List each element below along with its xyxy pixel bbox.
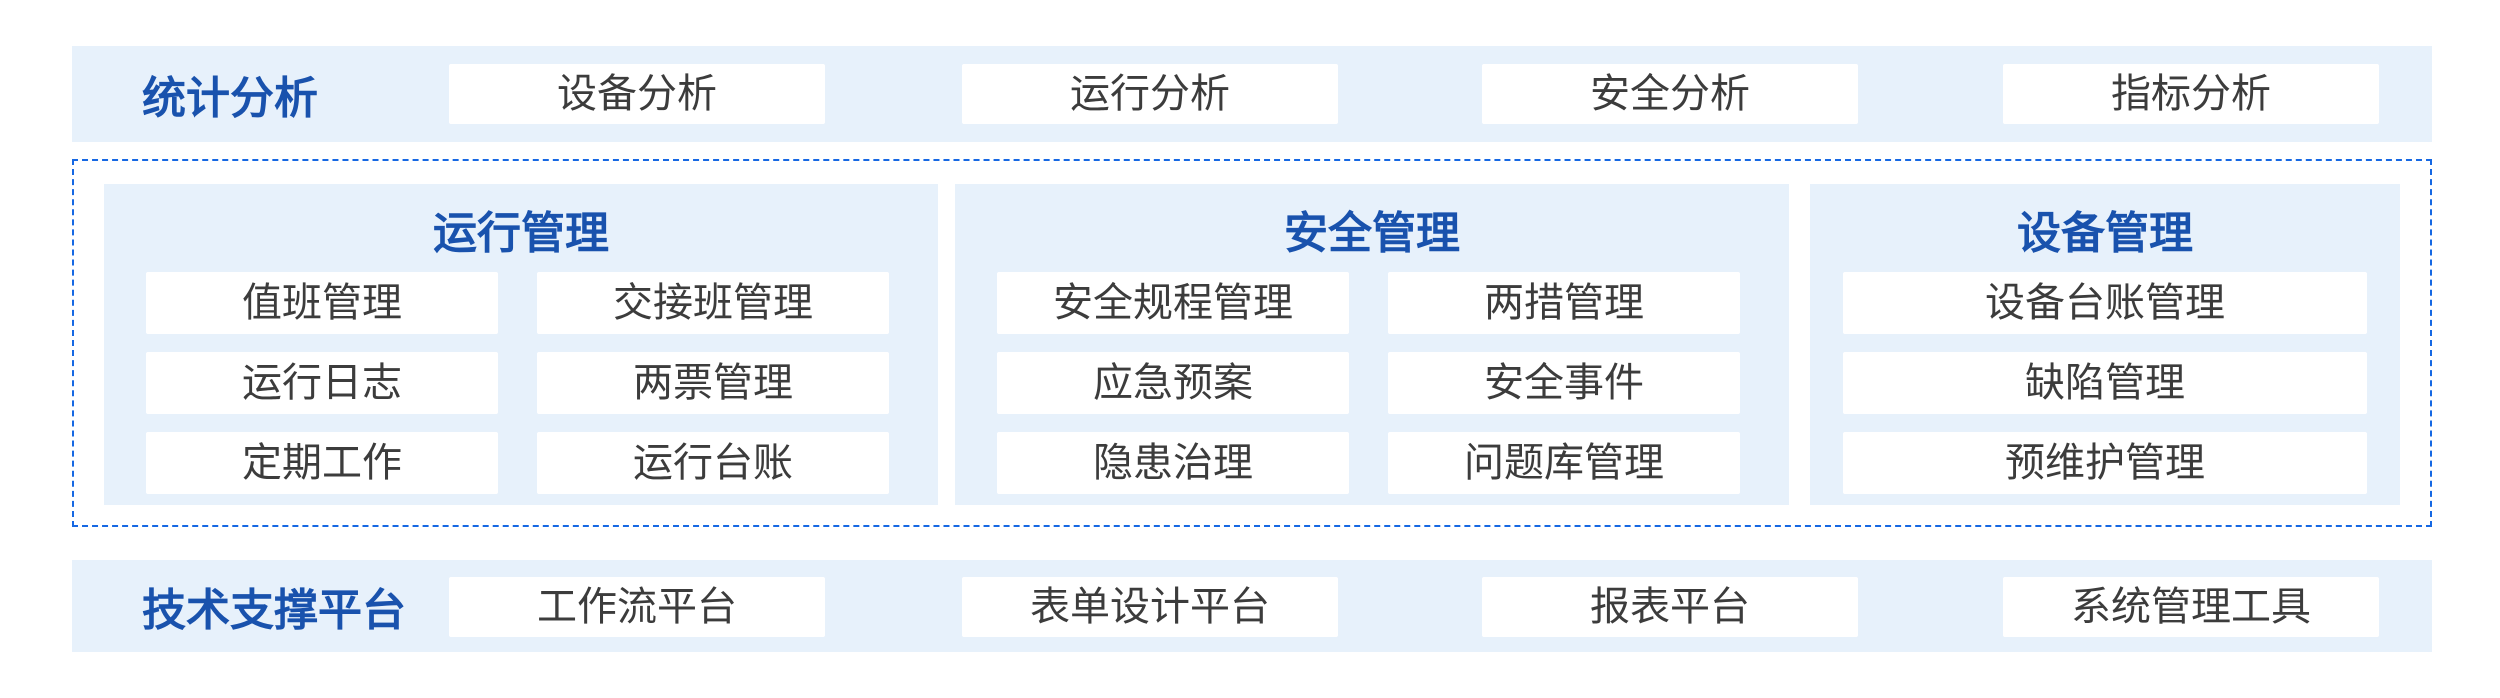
panel-operation-management-title: 运行管理 — [433, 209, 609, 258]
tech-support-band-title: 技术支撑平台 — [142, 586, 406, 635]
platform-item-system-admin-tools: 系统管理工具 — [2003, 577, 2379, 637]
stat-item-equipment-analysis: 设备分析 — [449, 64, 825, 124]
tech-support-band: 技术支撑平台 工作流平台 表单设计平台 报表平台 系统管理工具 — [72, 560, 2432, 652]
module-operation-log: 运行日志 — [146, 352, 498, 414]
stat-item-operation-analysis: 运行分析 — [962, 64, 1338, 124]
platform-item-report: 报表平台 — [1482, 577, 1858, 637]
module-hazard-treatment: 隐患治理 — [997, 432, 1349, 494]
statistics-band-title: 统计分析 — [142, 74, 318, 123]
module-equipment-ledger-management: 设备台账管理 — [1843, 272, 2367, 334]
panel-safety-management-title: 安全管理 — [1284, 209, 1460, 258]
business-modules-dashed-frame — [72, 159, 2432, 527]
statistics-band: 统计分析 设备分析 运行分析 安全分析 指标分析 — [72, 46, 2432, 142]
module-preventive-maintenance-management: 预维护管理 — [1843, 432, 2367, 494]
stat-item-safety-analysis: 安全分析 — [1482, 64, 1858, 124]
module-duty-management: 值班管理 — [146, 272, 498, 334]
module-operation-ledger: 运行台账 — [537, 432, 889, 494]
platform-item-workflow: 工作流平台 — [449, 577, 825, 637]
panel-operation-management: 运行管理 值班管理 交接班管理 运行日志 两票管理 定期工作 运行台账 — [104, 184, 938, 505]
module-two-tickets-management: 两票管理 — [537, 352, 889, 414]
module-issue-library-management: 问题库管理 — [1388, 432, 1740, 494]
module-periodic-work: 定期工作 — [146, 432, 498, 494]
panel-equipment-management: 设备管理 设备台账管理 缺陷管理 预维护管理 — [1810, 184, 2400, 505]
platform-item-form-design: 表单设计平台 — [962, 577, 1338, 637]
module-two-measures-management: 两措管理 — [1388, 272, 1740, 334]
module-emergency-plan: 应急预案 — [997, 352, 1349, 414]
stat-item-indicator-analysis: 指标分析 — [2003, 64, 2379, 124]
module-safety-regulation-management: 安全规程管理 — [997, 272, 1349, 334]
module-defect-management: 缺陷管理 — [1843, 352, 2367, 414]
module-safety-incident: 安全事件 — [1388, 352, 1740, 414]
panel-equipment-management-title: 设备管理 — [2017, 209, 2193, 258]
module-shift-handover-management: 交接班管理 — [537, 272, 889, 334]
panel-safety-management: 安全管理 安全规程管理 两措管理 应急预案 安全事件 隐患治理 问题库管理 — [955, 184, 1789, 505]
